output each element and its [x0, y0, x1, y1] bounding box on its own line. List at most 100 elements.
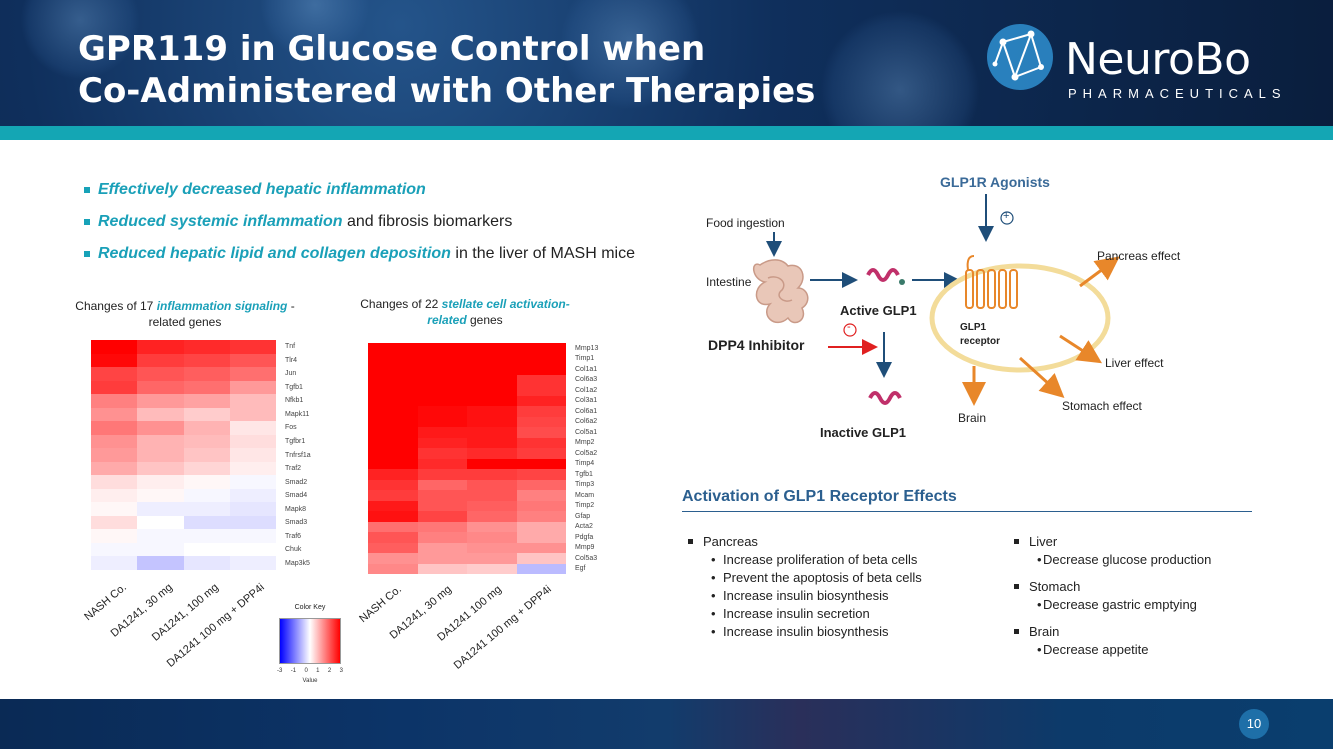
- list-item: Increase insulin biosynthesis: [685, 623, 922, 641]
- gene-label: Mmp2: [575, 439, 595, 447]
- gene-label: Tgfb1: [285, 383, 303, 391]
- header-banner: GPR119 in Glucose Control when Co-Admini…: [0, 0, 1333, 126]
- heatmap-cell: [417, 469, 467, 480]
- heatmap-cell: [229, 502, 276, 516]
- gene-label: Traf6: [285, 532, 302, 540]
- brain-effects: Brain Decrease appetite: [1011, 623, 1149, 659]
- heatmap-cell: [137, 340, 184, 354]
- heatmap-cell: [516, 458, 566, 469]
- gene-label: Nfkb1: [285, 397, 304, 405]
- pancreas-heading: Pancreas: [685, 533, 922, 551]
- heatmap-cell: [229, 556, 276, 570]
- heatmap-cell: [229, 448, 276, 462]
- dpp4-inhibitor-label: DPP4 Inhibitor: [708, 337, 805, 353]
- heatmap-cell: [467, 521, 517, 532]
- gene-label: Gfap: [575, 512, 591, 520]
- plus-sign: +: [1003, 210, 1010, 222]
- heatmap-cell: [368, 448, 418, 459]
- heatmap-cell: [137, 367, 184, 381]
- brain-heading: Brain: [1011, 623, 1149, 641]
- liver-effects: Liver Decrease glucose production: [1011, 533, 1211, 569]
- heatmap-cell: [229, 421, 276, 435]
- heatmap-cell: [137, 502, 184, 516]
- gene-label: Mcam: [575, 491, 595, 499]
- header-accent-strip: [0, 126, 1333, 140]
- heatmap-cell: [368, 364, 418, 375]
- heatmap-cell: [516, 479, 566, 490]
- heatmap-cell: [229, 340, 276, 354]
- heatmap-cell: [417, 542, 467, 553]
- heatmap-cell: [91, 502, 138, 516]
- list-item: Decrease gastric emptying: [1011, 596, 1197, 614]
- pancreas-effects: Pancreas Increase proliferation of beta …: [685, 533, 922, 641]
- heatmap1-title: Changes of 17 inflammation signaling - r…: [60, 298, 310, 330]
- heatmap-cell: [417, 343, 467, 354]
- heatmap-cell: [368, 353, 418, 364]
- brain-label: Brain: [958, 411, 987, 425]
- color-key-tick: -3: [277, 668, 283, 674]
- heatmap1-title-highlight: inflammation signaling: [156, 299, 288, 313]
- heatmap-cell: [368, 563, 418, 574]
- gene-label: Fos: [285, 424, 297, 432]
- heatmap-cell: [516, 469, 566, 480]
- heatmap-cell: [467, 490, 517, 501]
- heatmap-cell: [137, 394, 184, 408]
- gene-label: Smad3: [285, 519, 308, 527]
- color-key-tick: 3: [339, 668, 343, 674]
- heatmap-cell: [91, 421, 138, 435]
- heatmap-cell: [137, 556, 184, 570]
- gene-label: Pdgfa: [575, 533, 594, 541]
- heatmap-cell: [467, 458, 517, 469]
- heatmap-cell: [368, 385, 418, 396]
- heatmap-cell: [183, 475, 230, 489]
- heatmap-cell: [137, 488, 184, 503]
- heatmap-cell: [91, 515, 138, 530]
- active-glp1-label: Active GLP1: [840, 303, 917, 318]
- effects-divider: [682, 511, 1252, 512]
- diagram-graphics: [753, 194, 1120, 406]
- gene-label: Col6a1: [575, 407, 598, 415]
- pancreas-effect-label: Pancreas effect: [1097, 249, 1181, 263]
- heatmap-cell: [467, 532, 517, 543]
- heatmap-cell: [516, 385, 566, 396]
- heatmap-cell: [91, 488, 138, 503]
- heatmap-cell: [229, 434, 276, 449]
- color-key-ticks: -3 -1 0 1 2 3: [277, 668, 343, 674]
- heatmap2-title-post: genes: [466, 313, 503, 327]
- liver-heading: Liver: [1011, 533, 1211, 551]
- heatmap-cell: [516, 406, 566, 417]
- logo-mark-icon: [987, 24, 1053, 90]
- heatmap-cell: [368, 521, 418, 532]
- heatmap-cell: [137, 380, 184, 395]
- heatmap-cell: [91, 529, 138, 543]
- heatmap-cell: [417, 511, 467, 522]
- heatmap-cell: [183, 529, 230, 543]
- heatmap-cell: [368, 458, 418, 469]
- footer-banner: [0, 699, 1333, 749]
- gene-label: Timp2: [575, 502, 595, 510]
- heatmap-cell: [368, 374, 418, 385]
- heatmap-cell: [467, 427, 517, 438]
- heatmap-cell: [516, 500, 566, 511]
- heatmap-cell: [137, 515, 184, 530]
- heatmap-cell: [467, 542, 517, 553]
- heatmap-cell: [516, 511, 566, 522]
- heatmap-cell: [183, 434, 230, 449]
- list-item: Increase insulin biosynthesis: [685, 587, 922, 605]
- heatmap-cell: [516, 364, 566, 375]
- heatmap-cell: [467, 353, 517, 364]
- heatmap-cell: [417, 353, 467, 364]
- bullet-text: and fibrosis biomarkers: [342, 213, 513, 230]
- glp1r-agonists-label: GLP1R Agonists: [940, 174, 1050, 190]
- heatmap2-title-pre: Changes of 22: [360, 297, 442, 311]
- heatmap-cell: [417, 532, 467, 543]
- heatmap-cell: [91, 448, 138, 462]
- color-key-tick: 2: [327, 668, 332, 674]
- title-line-1: GPR119 in Glucose Control when: [78, 29, 706, 69]
- heatmap-cell: [137, 421, 184, 435]
- heatmap-cell: [417, 427, 467, 438]
- heatmap-cell: [467, 437, 517, 448]
- heatmap-cell: [516, 521, 566, 532]
- page-title: GPR119 in Glucose Control when Co-Admini…: [78, 28, 815, 112]
- receptor-icon: [965, 255, 1018, 309]
